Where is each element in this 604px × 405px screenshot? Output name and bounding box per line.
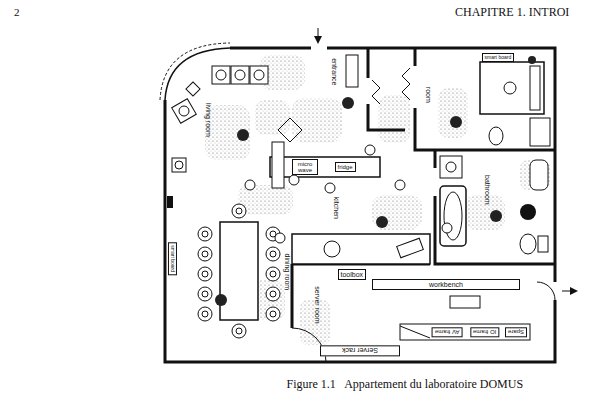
rfid-reader bbox=[245, 145, 452, 243]
room-label: server room bbox=[312, 286, 320, 323]
equipment-box: Spare bbox=[505, 327, 527, 337]
figure-caption: Figure 1.1 Appartement du laboratoire DO… bbox=[287, 378, 524, 391]
equipment-label: AV frame bbox=[435, 329, 460, 335]
equipment-label: toolbox bbox=[341, 271, 364, 278]
entrance-arrow bbox=[318, 28, 319, 42]
toilet-tank bbox=[538, 236, 548, 252]
door-swing bbox=[537, 282, 555, 300]
equipment-box: micro wave bbox=[292, 159, 318, 176]
equipment-label: smart board bbox=[485, 55, 512, 60]
toilet bbox=[520, 234, 536, 254]
sink bbox=[324, 241, 340, 257]
running-header: CHAPITRE 1. INTROI bbox=[455, 6, 569, 19]
equipment-box: IO frame bbox=[470, 327, 499, 337]
curved-window bbox=[165, 48, 230, 100]
equipment-box: Server rack bbox=[320, 345, 400, 356]
bed bbox=[480, 62, 544, 114]
motion-sensor bbox=[215, 56, 536, 306]
kitchen-island bbox=[270, 157, 380, 177]
chair bbox=[489, 127, 503, 145]
room-label: entrance bbox=[330, 58, 338, 85]
equipment-box: fridge bbox=[335, 162, 356, 172]
pillow bbox=[530, 66, 540, 110]
equipment-box: smart board bbox=[167, 242, 176, 275]
dining-table bbox=[220, 222, 258, 320]
equipment-box: AV frame bbox=[432, 327, 463, 337]
folding-door bbox=[402, 68, 410, 100]
closet bbox=[346, 55, 358, 87]
sensor bbox=[504, 82, 516, 94]
equipment-label: Spare bbox=[508, 329, 524, 335]
chair bbox=[198, 204, 280, 338]
rack-frame bbox=[400, 324, 530, 340]
running-header: 2 bbox=[14, 6, 20, 18]
equipment-label: smart board bbox=[169, 245, 174, 272]
desk bbox=[530, 118, 550, 146]
sensor-zone bbox=[205, 55, 550, 345]
room-label: living room bbox=[204, 103, 212, 137]
equipment-label: fridge bbox=[338, 164, 353, 170]
partition bbox=[278, 118, 302, 142]
room-label: bathroom bbox=[483, 175, 491, 205]
exit-arrow bbox=[562, 291, 576, 292]
room-label: kitchen bbox=[332, 197, 340, 219]
equipment-label: workbench bbox=[429, 281, 463, 288]
equipment-label: Server rack bbox=[342, 347, 378, 354]
washer bbox=[520, 204, 536, 220]
curved-window bbox=[160, 43, 230, 100]
sink bbox=[440, 156, 462, 178]
speaker bbox=[167, 196, 173, 208]
folding-door bbox=[372, 80, 380, 104]
room-label: dining room bbox=[283, 254, 291, 291]
kitchen-counter bbox=[292, 234, 430, 264]
shelf bbox=[272, 142, 284, 188]
diagonal-mark bbox=[400, 326, 430, 338]
equipment-box: toolbox bbox=[338, 269, 367, 280]
equipment-box: workbench bbox=[372, 279, 520, 290]
sink bbox=[446, 162, 456, 172]
bathtub bbox=[440, 186, 466, 246]
wall bbox=[165, 48, 555, 362]
equipment-box: smart board bbox=[482, 53, 515, 62]
equipment-label: IO frame bbox=[473, 329, 496, 335]
armchair bbox=[172, 66, 268, 172]
stool bbox=[450, 296, 480, 308]
stove bbox=[397, 238, 424, 257]
equipment-label: micro wave bbox=[295, 161, 315, 174]
room-label: room bbox=[424, 87, 432, 103]
shower bbox=[530, 160, 548, 190]
